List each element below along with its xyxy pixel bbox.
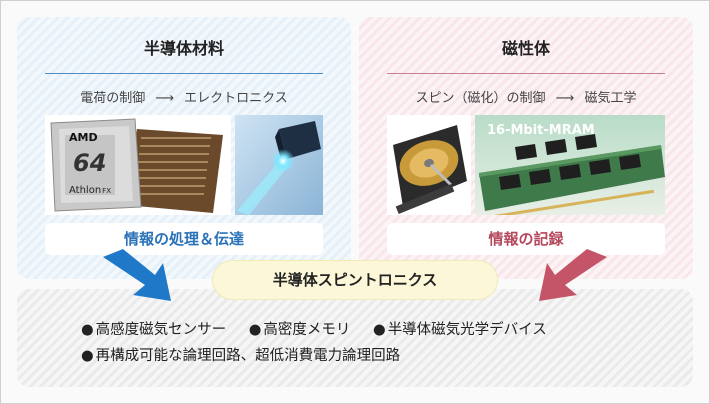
- mram-label: 16-Mbit-MRAM: [487, 123, 595, 138]
- magnetics-text: 磁気工学: [584, 91, 637, 106]
- cpu-number: 64: [73, 149, 107, 177]
- flow-arrow-icon: ⟶: [555, 91, 575, 106]
- electronics-text: エレクトロニクス: [184, 91, 288, 106]
- application-row-1: ●高感度磁気センサー ●高密度メモリ ●半導体磁気光学デバイス: [81, 317, 681, 343]
- magnetic-panel: 磁性体 スピン（磁化）の制御 ⟶ 磁気工学: [359, 17, 693, 279]
- applications-panel: [17, 289, 693, 387]
- application-list: ●高感度磁気センサー ●高密度メモリ ●半導体磁気光学デバイス ●再構成可能な論…: [81, 317, 681, 369]
- hard-disk-image: [387, 115, 471, 215]
- application-row-2: ●再構成可能な論理回路、超低消費電力論理回路: [81, 343, 681, 369]
- semiconductor-flow: 電荷の制御 ⟶ エレクトロニクス: [17, 87, 351, 106]
- magnetic-title: 磁性体: [501, 39, 550, 58]
- list-item: ●再構成可能な論理回路、超低消費電力論理回路: [81, 348, 401, 364]
- cpu-image: AMD 64 AthlonFX: [45, 115, 231, 215]
- semiconductor-title: 半導体材料: [143, 39, 224, 58]
- laser-image: [235, 115, 323, 215]
- spin-control-text: スピン（磁化）の制御: [415, 91, 546, 106]
- list-item: ●高密度メモリ: [248, 322, 351, 338]
- list-item: ●半導体磁気光学デバイス: [373, 322, 547, 338]
- list-item: ●高感度磁気センサー: [81, 322, 227, 338]
- magnetic-flow: スピン（磁化）の制御 ⟶ 磁気工学: [359, 87, 693, 106]
- information-recording-caption: 情報の記録: [387, 223, 665, 255]
- semiconductor-spintronics-label: 半導体スピントロニクス: [213, 261, 497, 299]
- magnetic-divider: [387, 73, 665, 74]
- semiconductor-divider: [45, 73, 323, 74]
- flow-arrow-icon: ⟶: [155, 91, 175, 106]
- cpu-name: AthlonFX: [69, 185, 111, 196]
- charge-control-text: 電荷の制御: [80, 91, 146, 106]
- cpu-brand: AMD: [69, 131, 98, 144]
- mram-image: 16-Mbit-MRAM: [475, 115, 665, 215]
- pink-down-arrow-icon: [539, 249, 607, 301]
- information-processing-caption: 情報の処理＆伝達: [45, 223, 323, 255]
- blue-down-arrow-icon: [103, 249, 171, 301]
- semiconductor-panel: 半導体材料 電荷の制御 ⟶ エレクトロニクス: [17, 17, 351, 279]
